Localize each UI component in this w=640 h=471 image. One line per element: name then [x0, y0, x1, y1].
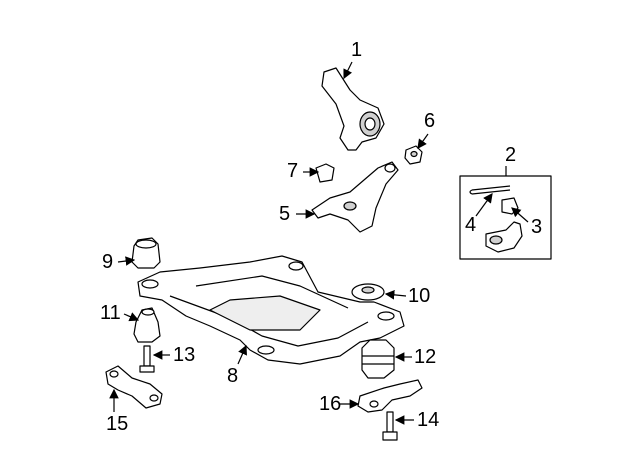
part-1-steering-knuckle[interactable] [321, 67, 385, 151]
part-11-mount[interactable] [133, 307, 161, 343]
part-2-ball-joint[interactable] [485, 221, 523, 253]
callout-8: 8 [227, 365, 239, 387]
part-5-lower-control-arm[interactable] [311, 161, 399, 233]
part-13-bolt[interactable] [139, 345, 155, 373]
part-16-bracket[interactable] [357, 379, 423, 413]
callout-5: 5 [279, 203, 291, 225]
callout-3: 3 [531, 216, 543, 238]
part-8-crossmember[interactable] [137, 255, 405, 365]
callout-4: 4 [465, 214, 477, 236]
callout-2: 2 [505, 144, 517, 166]
callout-13: 13 [173, 344, 196, 366]
callout-1: 1 [351, 39, 363, 61]
callout-15: 15 [106, 413, 129, 435]
part-9-mount[interactable] [131, 237, 161, 269]
callout-14: 14 [417, 409, 440, 431]
callout-10: 10 [408, 285, 431, 307]
callout-11: 11 [100, 302, 121, 324]
part-4-cotter-pin[interactable] [469, 185, 511, 195]
part-6-nut[interactable] [404, 145, 423, 165]
callout-6: 6 [424, 110, 436, 132]
part-14-bolt[interactable] [382, 411, 398, 441]
part-12-mount[interactable] [361, 339, 395, 379]
callout-7: 7 [287, 160, 299, 182]
callout-12: 12 [414, 346, 437, 368]
part-7-bushing[interactable] [315, 163, 335, 183]
part-15-bracket[interactable] [105, 365, 163, 409]
part-10-pad[interactable] [351, 283, 385, 301]
callout-9: 9 [102, 251, 114, 273]
callout-16: 16 [319, 393, 342, 415]
leader-lines [109, 61, 529, 425]
